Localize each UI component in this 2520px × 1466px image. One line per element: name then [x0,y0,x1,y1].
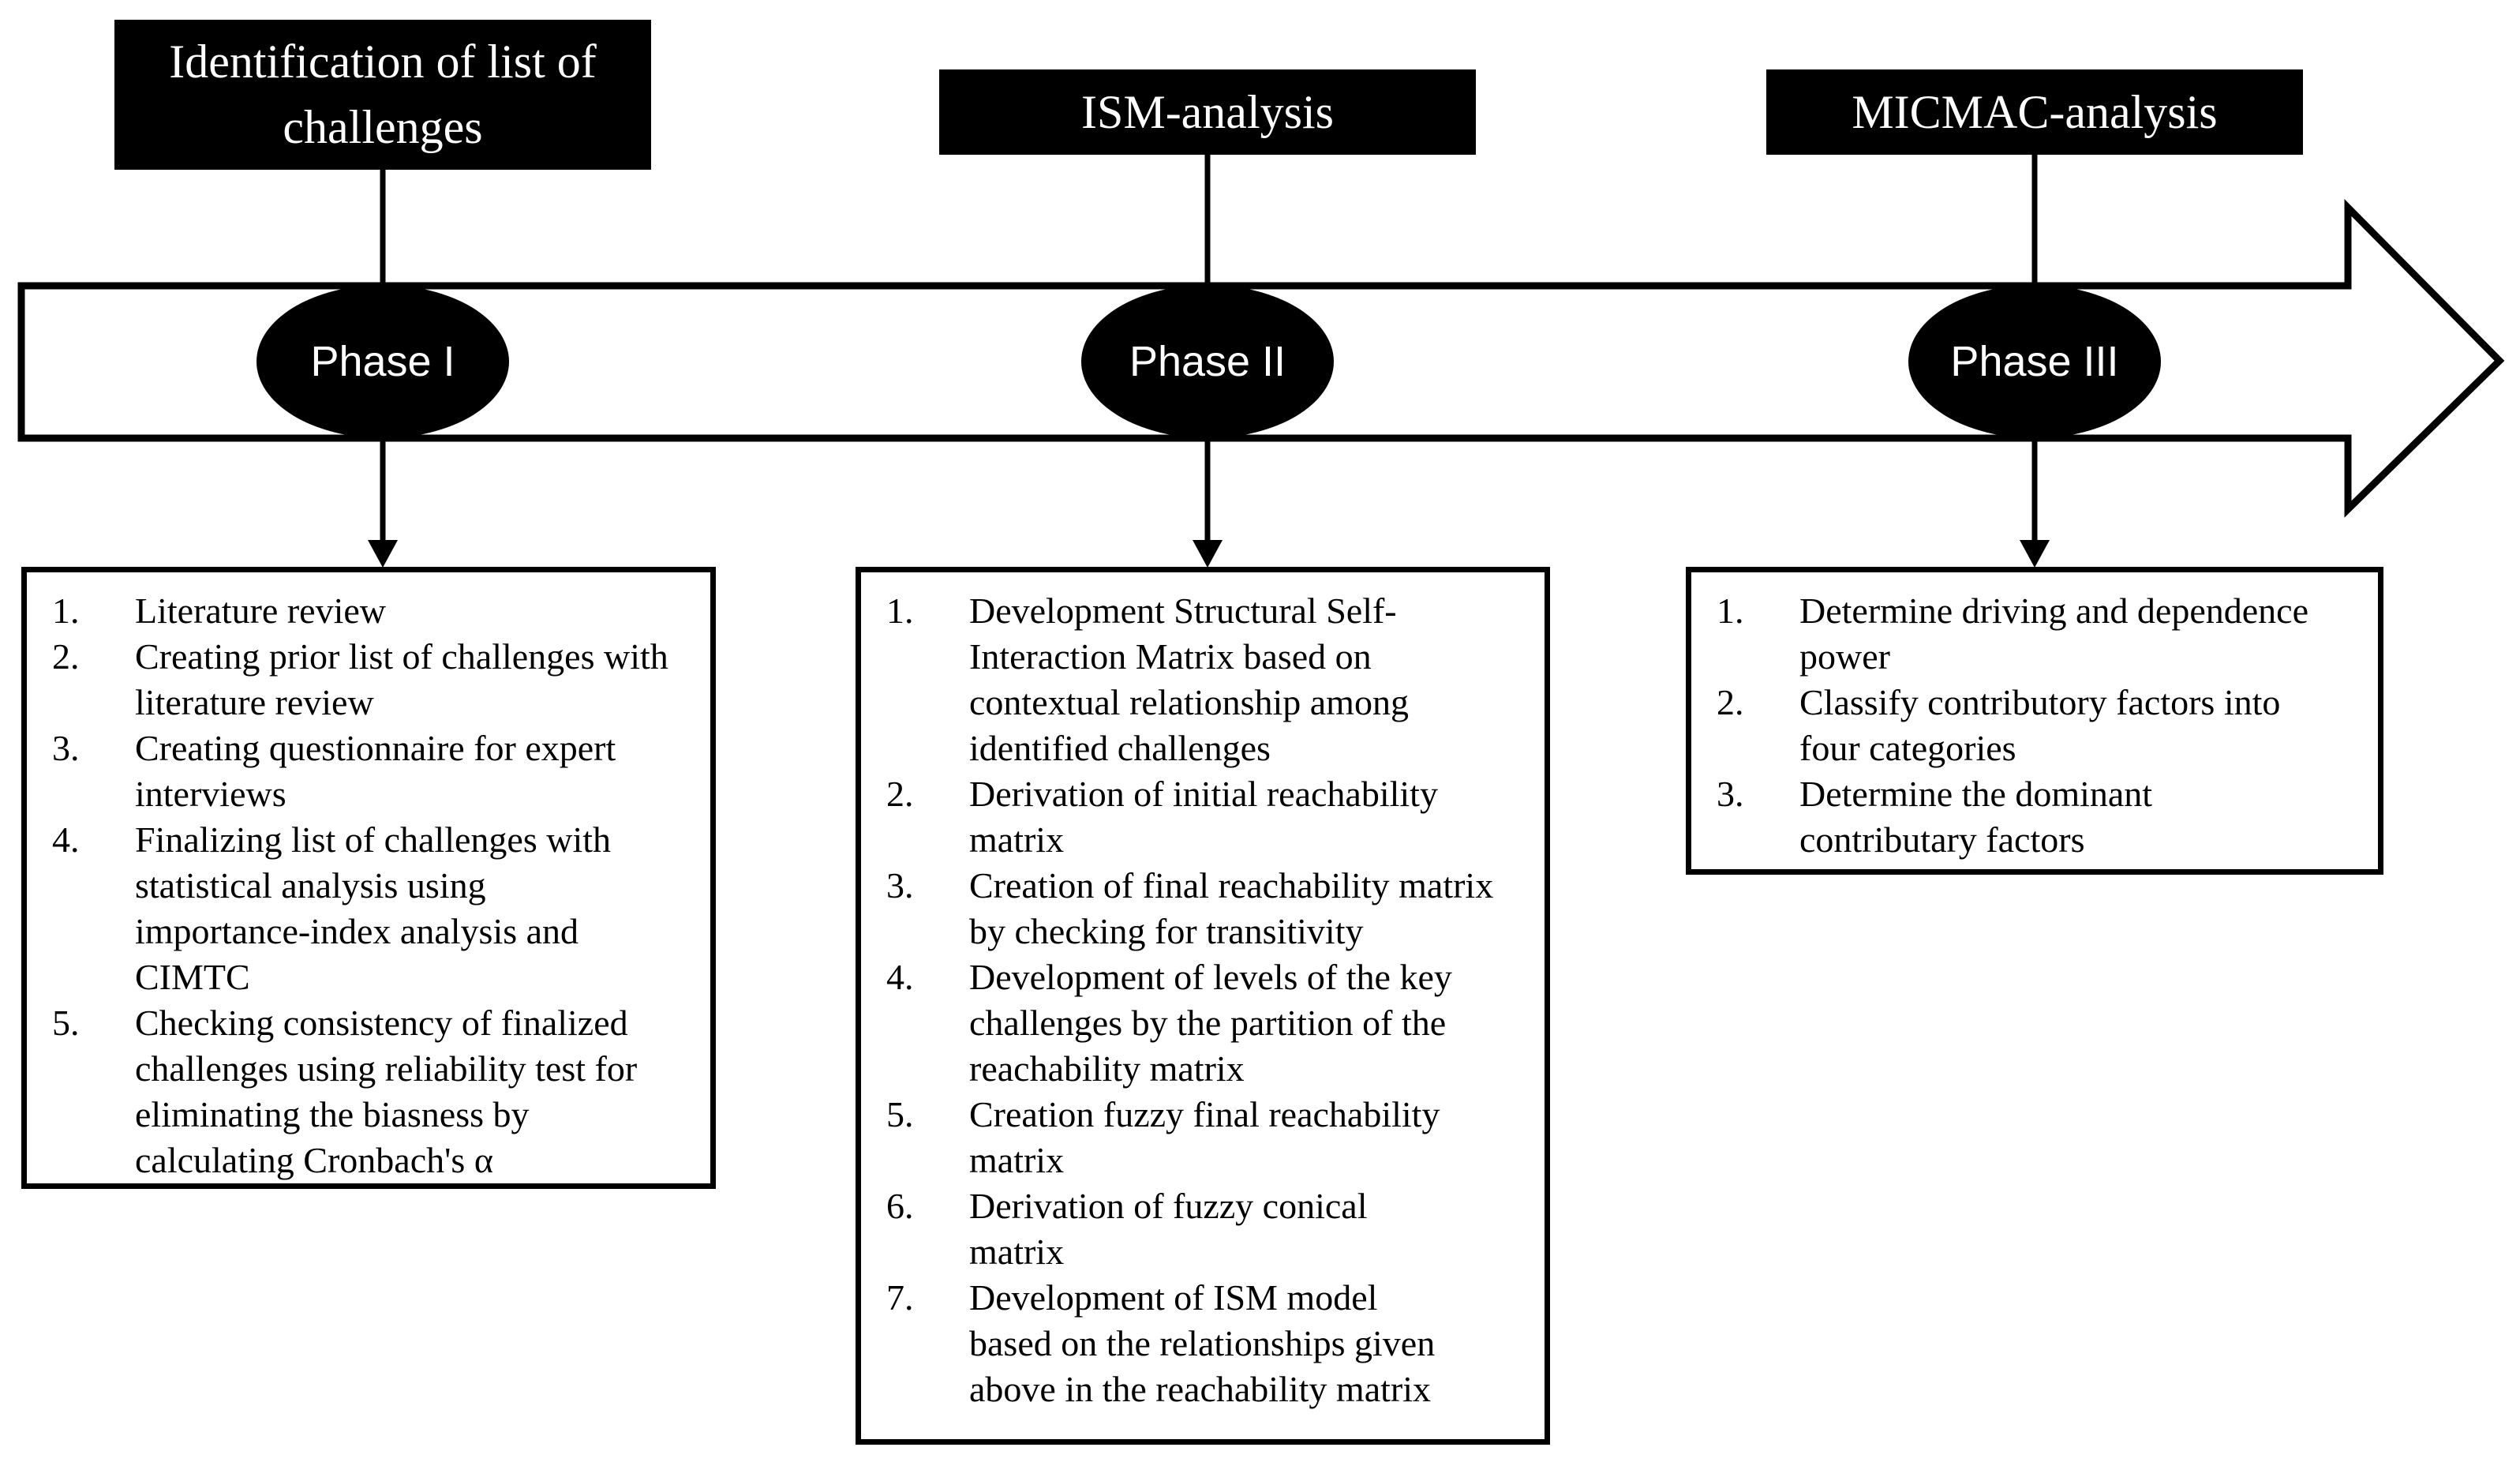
down-arrowhead-icon-2 [1193,540,1223,568]
step-number: 1. [886,591,914,631]
step-item: 4. Finalizing list of challenges with st… [27,817,710,1000]
step-number: 3. [52,728,80,768]
step-text: Checking consistency of finalized challe… [135,1003,638,1180]
down-arrowhead-icon-3 [2020,540,2050,568]
step-item: 3. Creating questionnaire for expert int… [27,726,710,817]
step-number: 5. [52,1003,80,1043]
step-text: Creation of final reachability matrix by… [969,865,1494,951]
step-text: Literature review [135,591,386,631]
step-text: Derivation of fuzzy conical matrix [969,1186,1368,1272]
step-text: Development Structural Self- Interaction… [969,591,1409,768]
phase-ellipse-3: Phase III [1908,285,2161,438]
header-box-micmac-analysis: MICMAC-analysis [1766,69,2303,155]
step-item: 3. Determine the dominant contributary f… [1691,771,2378,863]
phase-label: Phase III [1950,338,2119,385]
steps-box-phase-3: 1. Determine driving and dependence powe… [1686,567,2383,875]
step-text: Creation fuzzy final reachability matrix [969,1094,1440,1180]
step-number: 6. [886,1186,914,1226]
step-item: 6. Derivation of fuzzy conical matrix [861,1183,1545,1275]
step-text: Creating prior list of challenges with l… [135,636,668,722]
step-number: 1. [1717,591,1744,631]
phase-ellipse-2: Phase II [1081,285,1334,438]
header-label: ISM-analysis [1081,85,1334,138]
phase-label: Phase I [310,338,455,385]
step-number: 2. [886,774,914,814]
steps-box-phase-1: 1. Literature review 2. Creating prior l… [21,567,716,1189]
step-number: 3. [886,865,914,905]
step-text: Derivation of initial reachability matri… [969,774,1438,860]
steps-box-phase-2: 1. Development Structural Self- Interact… [856,567,1550,1445]
header-box-ism-analysis: ISM-analysis [939,69,1476,155]
step-item: 5. Creation fuzzy final reachability mat… [861,1092,1545,1183]
step-number: 4. [52,819,80,860]
header-label: MICMAC-analysis [1852,85,2218,138]
step-item: 1. Determine driving and dependence powe… [1691,588,2378,680]
phase-label: Phase II [1129,338,1286,385]
step-number: 7. [886,1277,914,1318]
step-number: 2. [52,636,80,677]
step-number: 4. [886,957,914,997]
header-label: Identification of list of challenges [169,36,597,153]
step-text: Creating questionnaire for expert interv… [135,728,616,814]
step-number: 1. [52,591,80,631]
step-item: 2. Creating prior list of challenges wit… [27,634,710,726]
step-text: Determine the dominant contributary fact… [1799,774,2153,860]
step-text: Determine driving and dependence power [1799,591,2309,677]
step-item: 7. Development of ISM model based on the… [861,1275,1545,1412]
phase-ellipse-1: Phase I [256,285,509,438]
step-item: 2. Classify contributory factors into fo… [1691,680,2378,771]
step-number: 2. [1717,682,1744,722]
step-item: 2. Derivation of initial reachability ma… [861,771,1545,863]
step-number: 3. [1717,774,1744,814]
step-item: 3. Creation of final reachability matrix… [861,863,1545,954]
down-arrowhead-icon-1 [368,540,398,568]
step-text: Development of levels of the key challen… [969,957,1452,1089]
header-box-identification: Identification of list of challenges [114,20,651,170]
step-item: 4. Development of levels of the key chal… [861,954,1545,1092]
step-text: Development of ISM model based on the re… [969,1277,1436,1409]
step-text: Classify contributory factors into four … [1799,682,2281,768]
step-item: 1. Literature review [27,588,710,634]
step-text: Finalizing list of challenges with stati… [135,819,612,997]
step-item: 1. Development Structural Self- Interact… [861,588,1545,771]
step-item: 5. Checking consistency of finalized cha… [27,1000,710,1183]
step-number: 5. [886,1094,914,1134]
